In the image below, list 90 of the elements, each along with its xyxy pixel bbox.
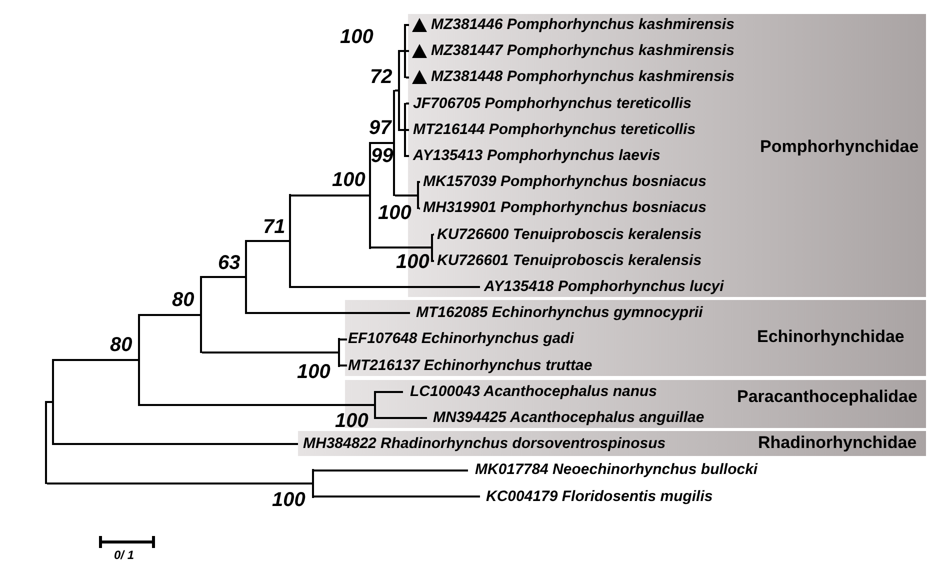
taxon-label: MH384822 Rhadinorhynchus dorsoventrospinosus <box>303 435 666 454</box>
scale-label: 0/ 1 <box>114 548 134 562</box>
branch-line <box>371 142 393 144</box>
branch-line <box>314 469 468 472</box>
vertical-branch-line <box>431 234 433 262</box>
branch-line <box>47 401 52 404</box>
branch-line <box>406 102 409 105</box>
bootstrap-value: 63 <box>218 252 240 274</box>
vertical-branch-line <box>200 276 202 354</box>
taxon-label: MZ381446 Pomphorhynchus kashmirensis <box>431 16 734 34</box>
branch-line <box>314 496 480 498</box>
branch-line <box>433 234 434 236</box>
bootstrap-value: 100 <box>335 410 368 432</box>
vertical-branch-line <box>338 338 340 367</box>
bootstrap-value: 71 <box>263 216 286 238</box>
branch-line <box>395 90 398 92</box>
vertical-branch-line <box>245 240 247 314</box>
vertical-branch-line <box>398 50 400 131</box>
branch-line <box>340 364 347 367</box>
vertical-branch-line <box>138 314 140 406</box>
branch-line <box>406 24 409 26</box>
clade-band <box>345 300 926 376</box>
bootstrap-value: 80 <box>172 289 194 311</box>
branch-line <box>406 128 409 131</box>
branch-line <box>371 246 431 249</box>
taxon-label: JF706705 Pomphorhynchus tereticollis <box>413 94 692 113</box>
bootstrap-value: 100 <box>378 202 412 224</box>
taxon-label: MZ381448 Pomphorhynchus kashmirensis <box>431 68 734 86</box>
vertical-branch-line <box>404 24 406 78</box>
branch-line <box>247 240 289 242</box>
taxon-label: MK157039 Pomphorhynchus bosniacus <box>423 173 706 192</box>
branch-line <box>406 155 409 157</box>
family-label: Echinorhynchidae <box>757 327 904 347</box>
vertical-branch-line <box>45 401 47 484</box>
taxon-label: MT216144 Pomphorhynchus tereticollis <box>413 120 696 139</box>
vertical-branch-line <box>289 194 291 288</box>
branch-line <box>54 358 138 361</box>
bootstrap-value: 99 <box>371 145 394 167</box>
branch-line <box>247 312 410 314</box>
bootstrap-value: 100 <box>297 361 330 383</box>
taxon-label: MK017784 Neoechinorhynchus bullocki <box>475 461 758 480</box>
vertical-branch-line <box>312 469 314 498</box>
branch-line <box>140 314 200 316</box>
branch-line <box>406 76 409 78</box>
taxon-label: MH319901 Pomphorhynchus bosniacus <box>423 199 706 218</box>
bootstrap-value: 80 <box>110 334 132 356</box>
branch-line <box>291 286 480 288</box>
bootstrap-value: 100 <box>272 489 306 511</box>
taxon-label: KU726601 Tenuiproboscis keralensis <box>437 252 702 270</box>
branch-line <box>376 417 427 419</box>
branch-line <box>433 260 434 262</box>
taxon-label: MT216137 Echinorhynchus truttae <box>348 356 592 375</box>
vertical-branch-line <box>393 90 395 196</box>
taxon-label: KU726600 Tenuiproboscis keralensis <box>437 226 702 244</box>
branch-line <box>202 352 338 354</box>
branch-line <box>54 443 298 446</box>
vertical-branch-line <box>417 181 419 210</box>
branch-line <box>376 390 403 393</box>
clade-band <box>298 431 926 456</box>
branch-line <box>291 194 369 196</box>
branch-line <box>406 50 409 52</box>
vertical-branch-line <box>374 390 376 419</box>
taxon-label: MN394425 Acanthocephalus anguillae <box>433 409 704 427</box>
family-label: Rhadinorhynchidae <box>758 433 917 453</box>
taxon-label: MZ381447 Pomphorhynchus kashmirensis <box>431 42 734 60</box>
branch-line <box>400 128 404 131</box>
bootstrap-value: 72 <box>370 66 392 88</box>
branch-line <box>47 482 312 484</box>
vertical-branch-line <box>52 358 54 446</box>
taxon-label: AY135413 Pomphorhynchus laevis <box>413 147 660 165</box>
taxon-label: KC004179 Floridosentis mugilis <box>486 488 713 506</box>
taxon-label: EF107648 Echinorhynchus gadi <box>348 330 574 348</box>
branch-line <box>395 194 417 196</box>
bootstrap-value: 97 <box>369 117 392 139</box>
family-label: Paracanthocephalidae <box>737 387 918 407</box>
taxon-label: AY135418 Pomphorhynchus lucyi <box>484 278 724 296</box>
vertical-branch-line <box>404 102 406 157</box>
branch-line <box>202 276 245 278</box>
branch-line <box>400 50 404 52</box>
branch-line <box>140 404 374 406</box>
branch-line <box>340 338 347 340</box>
family-label: Pomphorhynchidae <box>760 137 919 157</box>
taxon-label: LC100043 Acanthocephalus nanus <box>410 382 658 401</box>
branch-line <box>419 181 420 184</box>
taxon-label: MT162085 Echinorhynchus gymnocyprii <box>416 304 703 322</box>
bootstrap-value: 100 <box>340 26 374 48</box>
vertical-branch-line <box>369 142 371 249</box>
bootstrap-value: 100 <box>332 169 366 191</box>
branch-line <box>419 207 420 210</box>
bootstrap-value: 100 <box>396 251 430 273</box>
